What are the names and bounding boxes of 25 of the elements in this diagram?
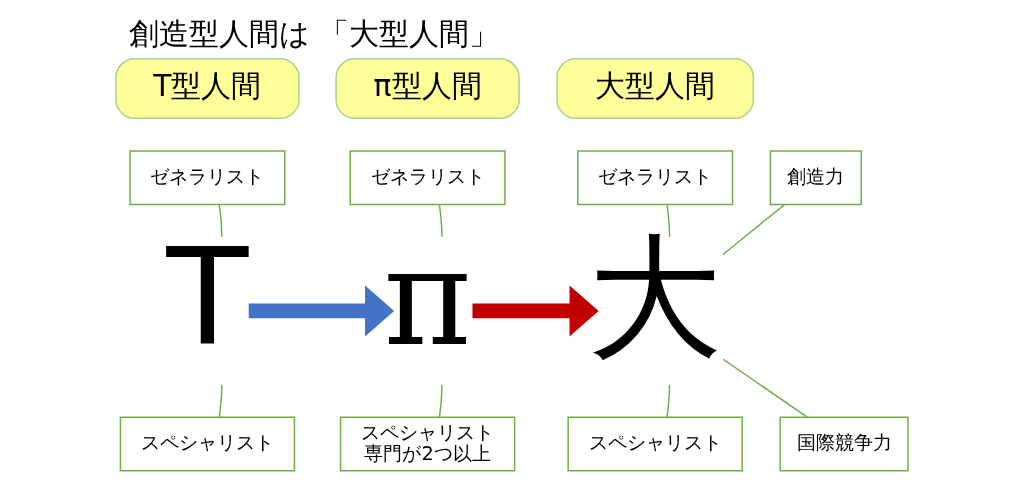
connector bbox=[218, 383, 223, 418]
connector bbox=[666, 204, 671, 238]
node-box: ゼネラリスト bbox=[129, 150, 286, 206]
node-box: T型人間 bbox=[115, 58, 300, 120]
node-text: 大 bbox=[588, 220, 723, 377]
node-box: ゼネラリスト bbox=[349, 150, 506, 206]
connector bbox=[438, 204, 443, 238]
node-box: スペシャリスト bbox=[567, 416, 743, 472]
connector bbox=[438, 383, 443, 418]
node-box: ゼネラリスト bbox=[577, 150, 734, 206]
connector bbox=[722, 358, 808, 418]
node-box: 創造力 bbox=[769, 150, 862, 206]
node-box: 大型人間 bbox=[556, 58, 755, 120]
node-box: 国際競争力 bbox=[779, 416, 909, 472]
node-box: スペシャリスト 専門が2つ以上 bbox=[339, 416, 516, 472]
arrow bbox=[248, 285, 395, 337]
diagram-title: 創造型人間は 「大型人間」 bbox=[128, 15, 500, 51]
node-box: スペシャリスト bbox=[119, 416, 296, 472]
node-box: π型人間 bbox=[335, 58, 520, 120]
node-text: π bbox=[383, 220, 472, 377]
connector bbox=[722, 203, 786, 256]
connector bbox=[218, 204, 223, 238]
node-text: T bbox=[166, 220, 249, 377]
connector bbox=[666, 383, 671, 418]
arrow bbox=[472, 285, 599, 337]
